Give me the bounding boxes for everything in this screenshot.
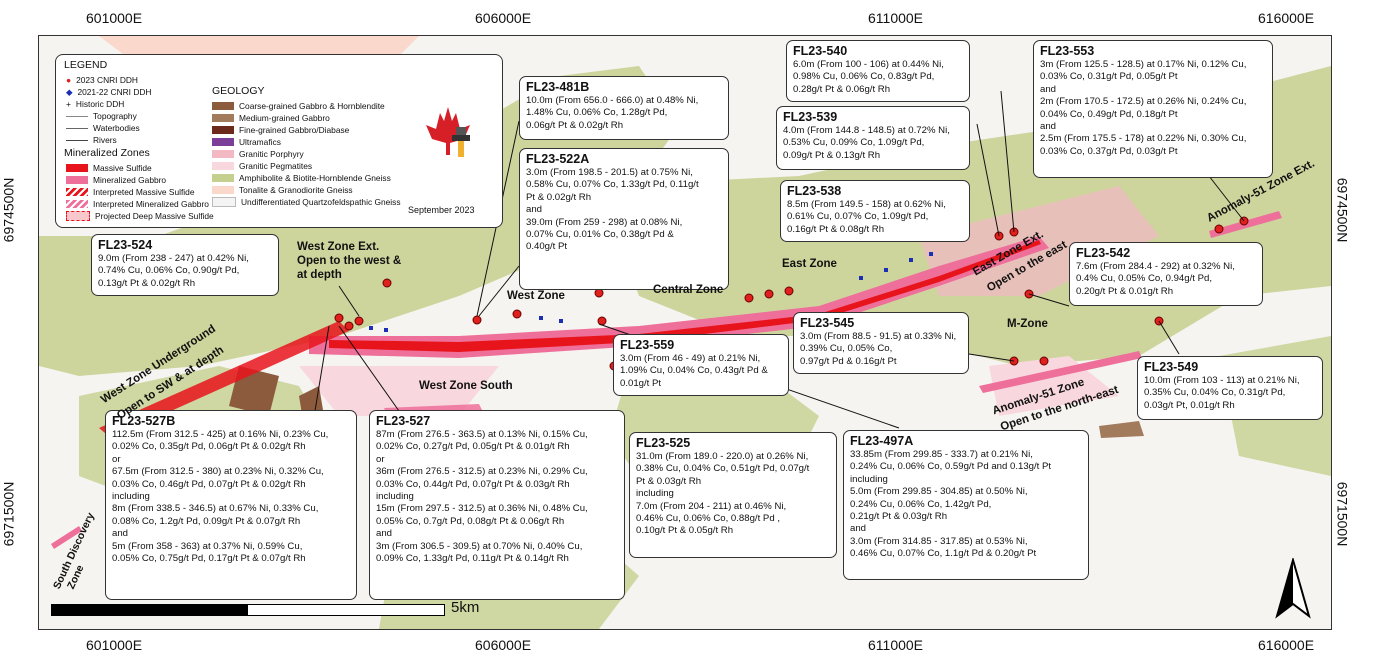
scale-label: 5km bbox=[451, 599, 480, 616]
geology-title: GEOLOGY bbox=[212, 85, 265, 97]
label-west-zone-ext-3: at depth bbox=[297, 269, 342, 281]
easting-label-top-4: 616000E bbox=[1258, 10, 1315, 26]
south-discovery-zone bbox=[51, 526, 82, 549]
easting-label-top-2: 606000E bbox=[475, 10, 532, 26]
label-east-zone: East Zone bbox=[782, 258, 837, 270]
legend-panel: LEGEND ●2023 CNRI DDH ◆2021-22 CNRI DDH … bbox=[55, 54, 503, 228]
legend-deep: Projected Deep Massive Sulfide bbox=[66, 211, 214, 221]
easting-label-bottom-2: 606000E bbox=[475, 637, 532, 653]
geology-item-6: Granitic Pegmatites bbox=[212, 161, 312, 171]
scale-bar bbox=[51, 604, 445, 616]
easting-label-bottom-4: 616000E bbox=[1258, 637, 1315, 653]
legend-item-2023: ●2023 CNRI DDH bbox=[66, 75, 138, 85]
legend-int-massive: Interpreted Massive Sulfide bbox=[66, 187, 194, 197]
drill-holes-2021-22 bbox=[369, 252, 933, 332]
northing-label-left-2: 6971500N bbox=[0, 481, 17, 547]
company-logo-icon bbox=[426, 107, 470, 157]
label-central-zone: Central Zone bbox=[653, 284, 724, 296]
red-dot-icon: ● bbox=[66, 75, 72, 85]
legend-item-topo: Topography bbox=[66, 111, 137, 121]
geology-item-8: Tonalite & Granodiorite Gneiss bbox=[212, 185, 353, 195]
legend-item-rivers: Rivers bbox=[66, 135, 117, 145]
label-west-zone-ext: West Zone Ext. bbox=[297, 241, 380, 253]
map-frame[interactable]: LEGEND ●2023 CNRI DDH ◆2021-22 CNRI DDH … bbox=[38, 35, 1332, 630]
granitic-pegmatite-area bbox=[299, 366, 499, 416]
easting-label-top-3: 611000E bbox=[868, 10, 924, 26]
geology-item-5: Granitic Porphyry bbox=[212, 149, 304, 159]
easting-label-bottom-1: 601000E bbox=[86, 637, 143, 653]
line-icon bbox=[66, 115, 88, 117]
gabbro-patch-3 bbox=[1099, 421, 1144, 438]
northing-label-right-1: 6974500N bbox=[1334, 177, 1351, 243]
west-zone-underground-projection bbox=[99, 321, 349, 438]
label-west-zone: West Zone bbox=[507, 290, 565, 302]
geology-item-7: Amphibolite & Biotite-Hornblende Gneiss bbox=[212, 173, 391, 183]
label-west-zone-south: West Zone South bbox=[419, 380, 513, 392]
anomaly-51-zone bbox=[979, 351, 1142, 393]
blue-diamond-icon: ◆ bbox=[66, 87, 73, 97]
legend-item-water: Waterbodies bbox=[66, 123, 140, 133]
geology-item-2: Medium-grained Gabbro bbox=[212, 113, 330, 123]
mineralized-zones-title: Mineralized Zones bbox=[64, 147, 150, 159]
geology-item-9: Undifferentiated Quartzofeldspathic Gnei… bbox=[212, 197, 401, 207]
geology-item-4: Ultramafics bbox=[212, 137, 281, 147]
line-icon bbox=[66, 127, 88, 129]
legend-gabbro: Mineralized Gabbro bbox=[66, 175, 166, 185]
north-arrow-icon bbox=[1275, 558, 1311, 619]
map-date: September 2023 bbox=[408, 205, 475, 215]
pegmatite-east bbox=[989, 356, 1119, 416]
easting-label-bottom-3: 611000E bbox=[868, 637, 924, 653]
line-icon bbox=[66, 139, 88, 141]
label-west-zone-ext-2: Open to the west & bbox=[297, 255, 402, 267]
legend-title: LEGEND bbox=[64, 59, 108, 71]
legend-item-historic: +Historic DDH bbox=[66, 99, 125, 109]
easting-label-top-1: 601000E bbox=[86, 10, 143, 26]
geology-item-1: Coarse-grained Gabbro & Hornblendite bbox=[212, 101, 385, 111]
label-m-zone: M-Zone bbox=[1007, 318, 1048, 330]
northing-label-left-1: 6974500N bbox=[0, 177, 17, 243]
cross-icon: + bbox=[66, 99, 71, 109]
legend-massive: Massive Sulfide bbox=[66, 163, 152, 173]
legend-int-gabbro: Interpreted Mineralized Gabbro bbox=[66, 199, 209, 209]
northing-label-right-2: 6971500N bbox=[1334, 481, 1351, 547]
legend-item-2021: ◆2021-22 CNRI DDH bbox=[66, 87, 152, 97]
massive-sulfide-zone bbox=[329, 240, 1041, 352]
geology-item-3: Fine-grained Gabbro/Diabase bbox=[212, 125, 349, 135]
